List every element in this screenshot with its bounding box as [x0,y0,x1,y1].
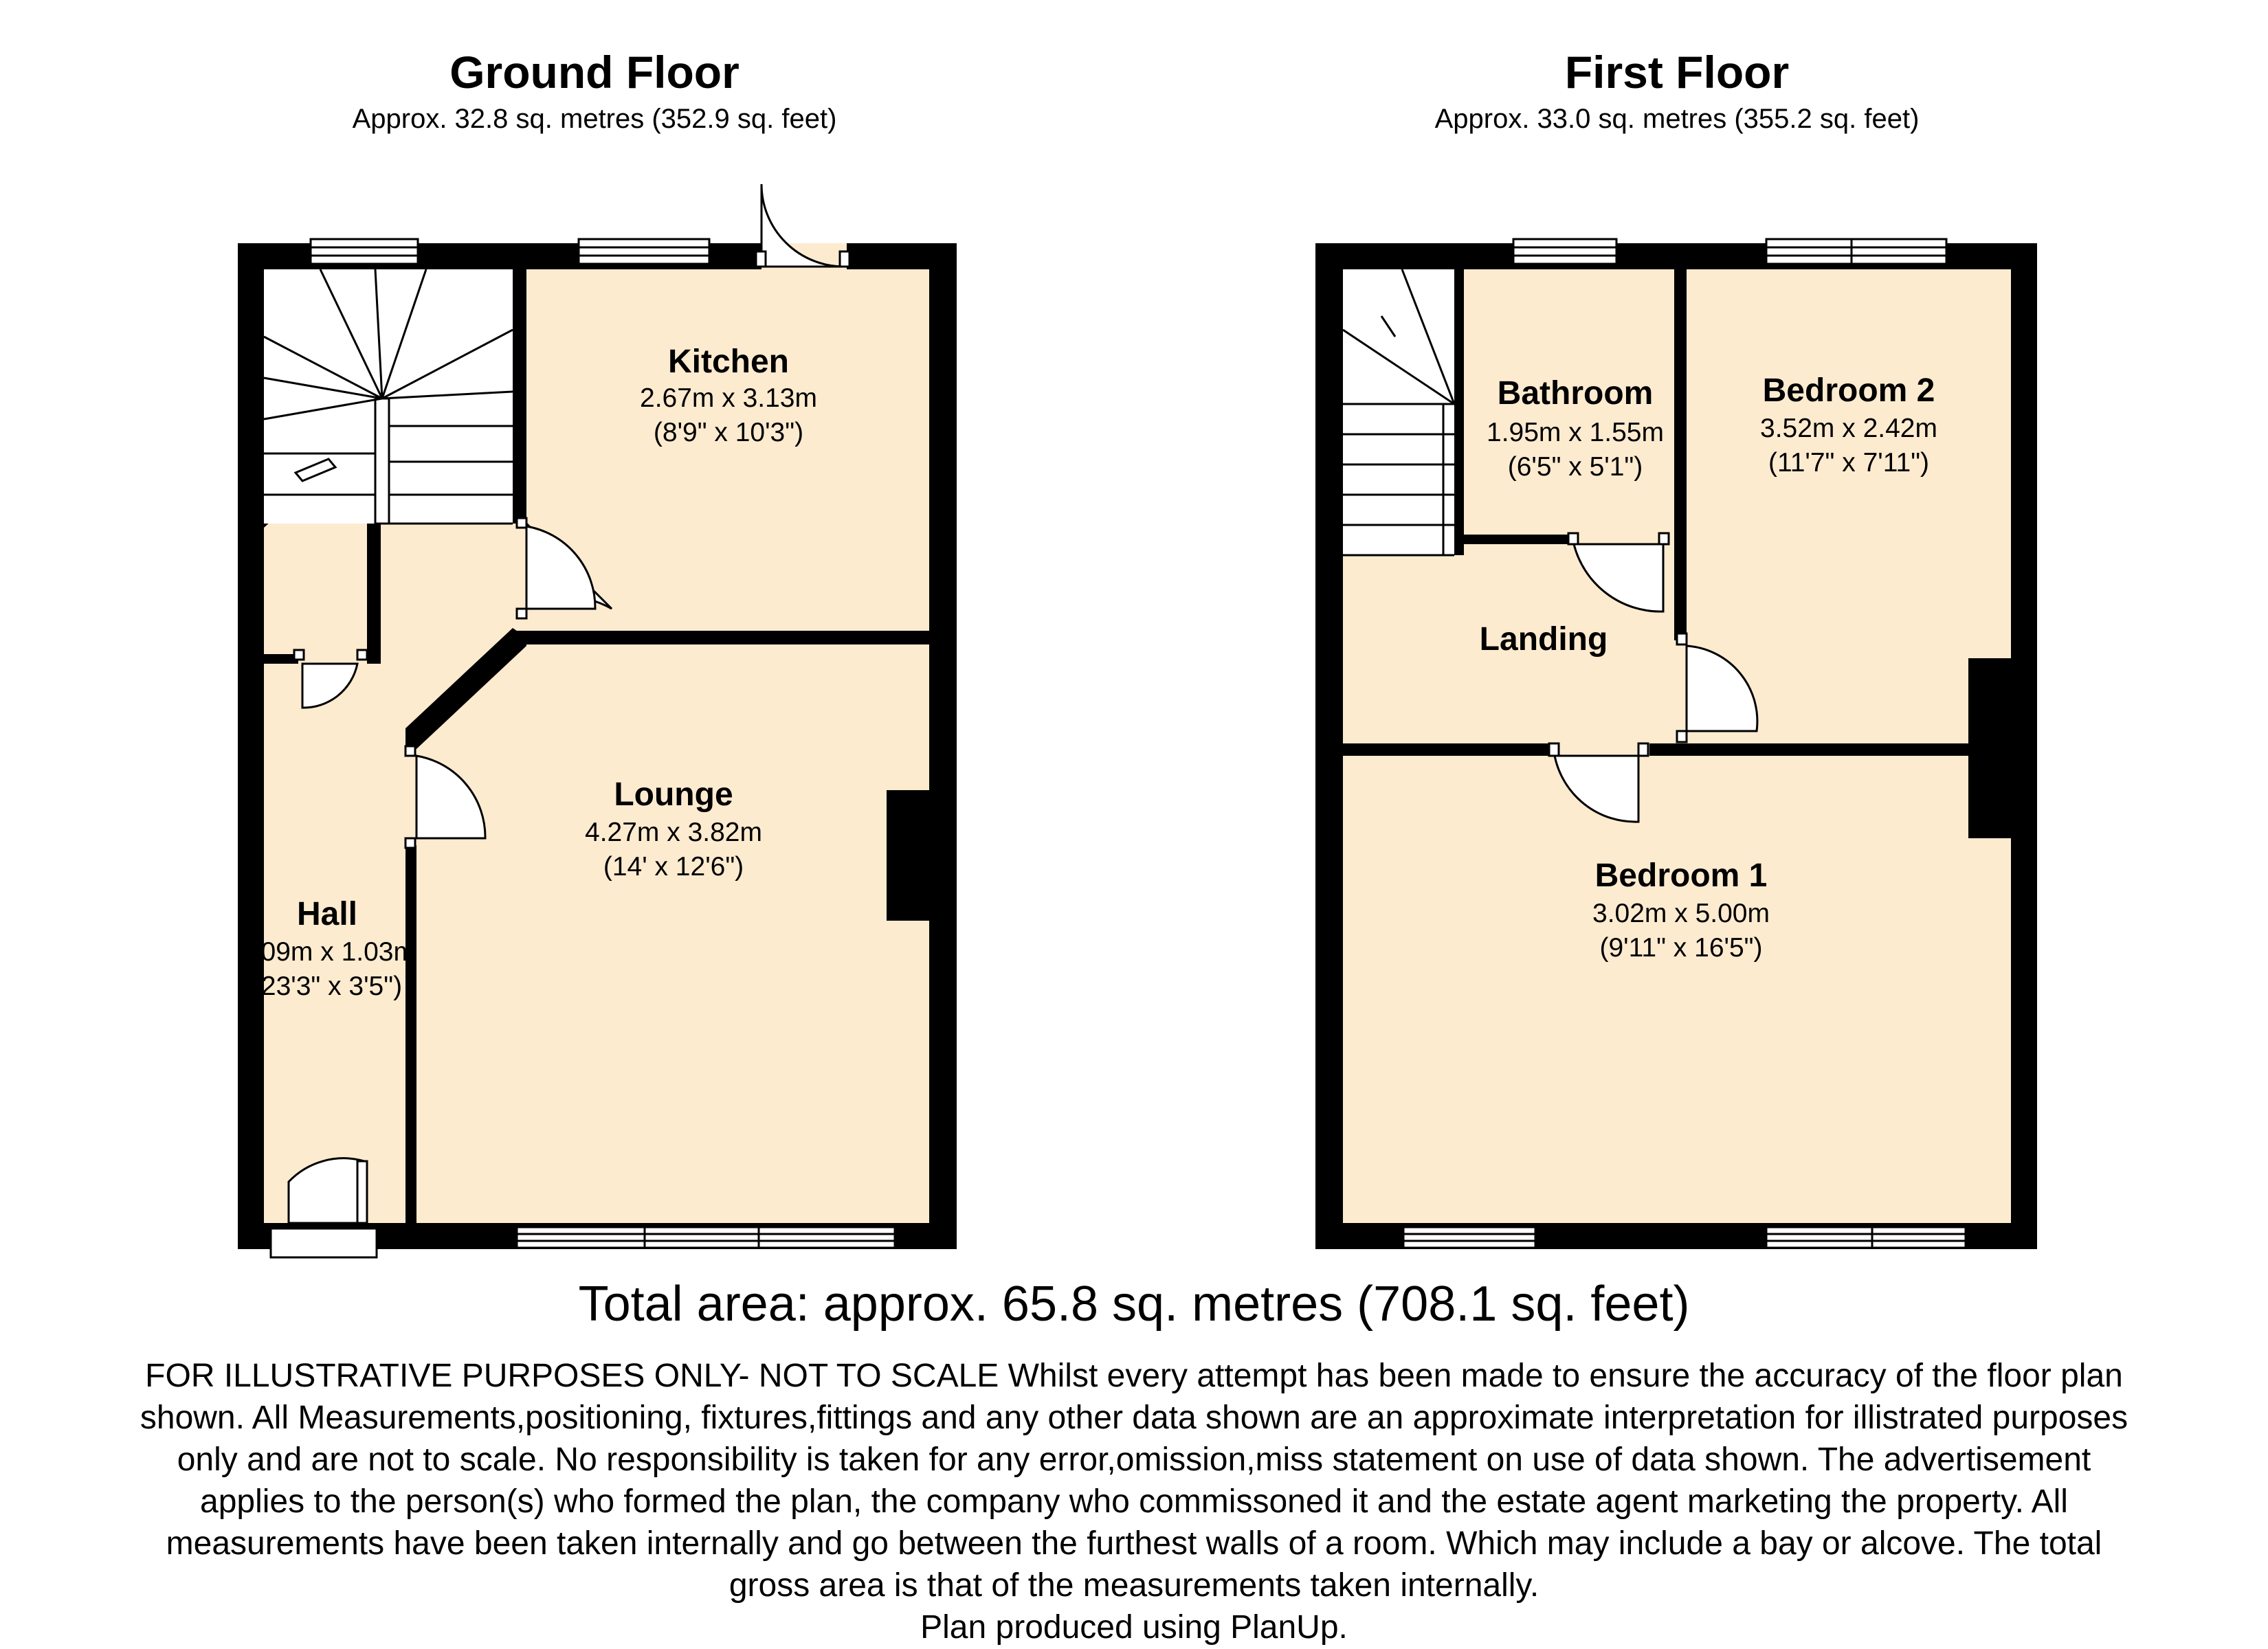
first-door-bathroom [1572,543,1665,613]
first-window-bedroom1-2 [1765,1226,1874,1249]
first-staircase [1342,269,1456,557]
first-window-bathroom [1512,238,1618,265]
first-door-bedroom1 [1553,754,1640,823]
first-wall-landing-bedroom1 [1343,743,1549,756]
first-floor-plan [1315,238,2037,1249]
disclaimer-line: FOR ILLUSTRATIVE PURPOSES ONLY- NOT TO S… [145,1358,2123,1394]
bathroom-imperial: (6'5" x 5'1") [1508,452,1643,482]
first-floor-labels: First Floor Approx. 33.0 sq. metres (355… [1435,47,1937,963]
disclaimer-line: gross area is that of the measurements t… [729,1567,1539,1604]
first-doors [1548,532,1759,823]
ground-floor-title: Ground Floor [449,47,740,98]
ground-wall-cupboard-bottom [264,654,298,664]
ground-window-lounge-2 [643,1226,760,1249]
ground-outer-wall-left [238,243,264,1249]
first-outer-wall-right [2011,243,2037,1249]
first-outer-wall-left [1315,243,1343,1249]
kitchen-label: Kitchen [668,344,789,380]
ground-floor-labels: Ground Floor Approx. 32.8 sq. metres (35… [238,47,836,1001]
first-wall-bedroom2-bedroom1 [1649,743,2011,756]
ground-door-lounge [415,754,487,840]
bedroom1-label: Bedroom 1 [1595,857,1768,894]
bedroom2-metric: 3.52m x 2.42m [1760,414,1937,443]
lounge-label: Lounge [614,776,733,813]
bedroom1-metric: 3.02m x 5.00m [1592,899,1770,928]
ground-door-kitchen-arc [525,525,597,610]
lounge-imperial: (14' x 12'6") [603,852,744,882]
disclaimer-line: applies to the person(s) who formed the … [200,1483,2068,1520]
bedroom2-label: Bedroom 2 [1763,372,1935,409]
ground-doors [287,183,851,1224]
ground-cupboard-door [293,458,337,482]
ground-door-cupboard [301,662,359,709]
ground-window-kitchen [577,238,711,265]
disclaimer-line: shown. All Measurements,positioning, fix… [140,1400,2128,1436]
lounge-metric: 4.27m x 3.82m [585,818,762,847]
first-window-bedroom2-1 [1765,238,1853,265]
first-window-bedroom2-2 [1850,238,1948,265]
kitchen-metric: 2.67m x 3.13m [640,383,817,413]
bathroom-metric: 1.95m x 1.55m [1487,418,1664,447]
first-window-bedroom1-3 [1871,1226,1967,1249]
ground-chimney-breast [887,790,931,921]
bedroom2-imperial: (11'7" x 7'11") [1768,448,1929,478]
ground-window-lounge-3 [757,1226,896,1249]
first-wall-bathroom-bedroom2 [1674,269,1687,640]
ground-wall-stair-kitchen [513,269,526,524]
plan-credit: Plan produced using PlanUp. [920,1609,1348,1646]
disclaimer: FOR ILLUSTRATIVE PURPOSES ONLY- NOT TO S… [14,1355,2254,1648]
hall-label: Hall [297,896,357,932]
ground-window-lounge-1 [515,1226,646,1249]
ground-window-stair [309,238,419,265]
ground-wall-diagonal [405,628,526,749]
first-door-bedroom2 [1685,644,1759,732]
ground-windows [269,238,896,1259]
ground-wall-kitchen-lounge [513,631,929,644]
ground-door-kitchen-back [760,183,845,268]
ground-staircase [263,269,513,525]
first-floor-title: First Floor [1565,47,1789,98]
first-wall-bathroom-landing [1454,535,1568,544]
ground-outer-wall-right [929,243,957,1249]
bathroom-label: Bathroom [1498,375,1654,412]
first-windows [1402,238,1967,1249]
ground-floor-plan [238,183,957,1259]
kitchen-imperial: (8'9" x 10'3") [654,418,803,447]
ground-front-door-step [269,1227,378,1259]
bedroom1-imperial: (9'11" x 16'5") [1600,933,1763,963]
first-floor-area: Approx. 33.0 sq. metres (355.2 sq. feet) [1435,104,1920,134]
first-chimney-breast [1968,658,2012,838]
hall-metric: 7.09m x 1.03m [238,937,416,967]
first-wall-stair-bathroom [1454,269,1464,555]
disclaimer-line: only and are not to scale. No responsibi… [177,1442,2091,1478]
disclaimer-line: measurements have been taken internally … [166,1525,2102,1562]
hall-imperial: (23'3" x 3'5") [252,972,402,1001]
landing-label: Landing [1480,621,1608,658]
ground-wall-hall-lounge [405,845,416,1223]
total-area: Total area: approx. 65.8 sq. metres (708… [578,1277,1690,1332]
first-window-bedroom1-1 [1402,1226,1537,1249]
ground-floor-area: Approx. 32.8 sq. metres (352.9 sq. feet) [353,104,837,134]
